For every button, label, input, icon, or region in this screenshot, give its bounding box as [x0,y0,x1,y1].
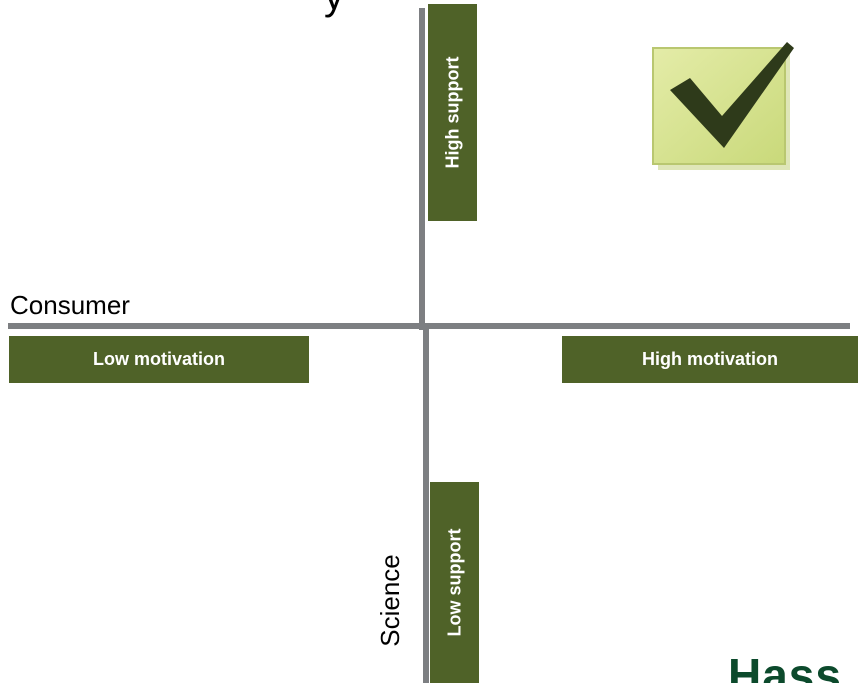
science-axis-label: Science [374,553,405,647]
slide-title-fragment: y [324,0,344,19]
consumer-axis-label: Consumer [10,290,130,320]
high-support-box: High support [428,4,477,221]
science-axis-label-wrap: Science [370,540,410,660]
horizontal-axis [8,323,850,329]
low-support-box: Low support [430,482,479,683]
high-support-label: High support [442,56,463,169]
vertical-axis-bottom [423,326,429,683]
low-motivation-box: Low motivation [9,336,309,383]
vertical-axis-top [419,8,425,330]
high-motivation-box: High motivation [562,336,858,383]
low-support-label: Low support [444,528,465,637]
low-motivation-label: Low motivation [93,349,225,369]
logo-text-fragment: Hass [728,649,842,683]
high-motivation-label: High motivation [642,349,778,369]
checkmark-icon [652,42,794,170]
